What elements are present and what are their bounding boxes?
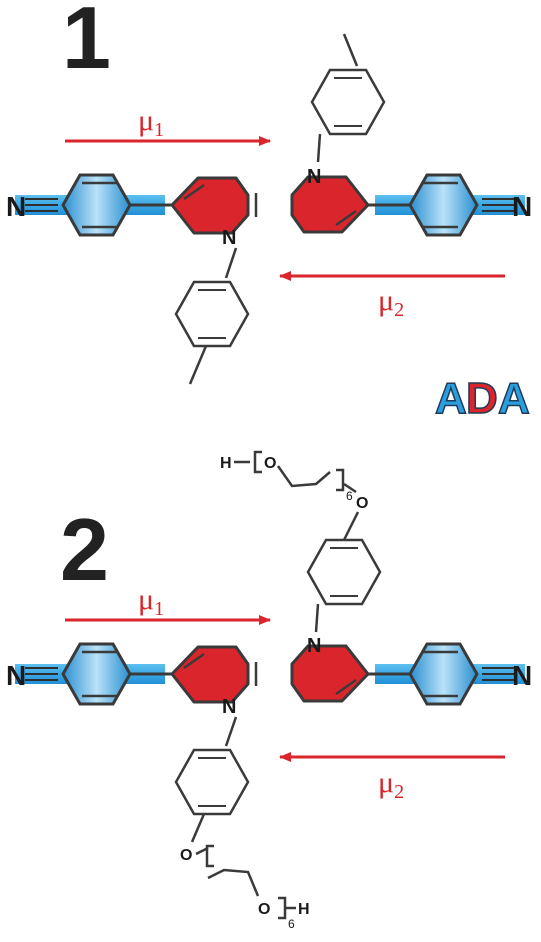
n-atom-right-1: N bbox=[512, 191, 532, 222]
n-atom-bottom-2: N bbox=[222, 696, 236, 718]
n-atom-left-2: N bbox=[6, 660, 26, 691]
n-atom-top-1: N bbox=[307, 166, 321, 188]
mu1-label: μ1 bbox=[138, 104, 164, 141]
ada-letter-a1: A bbox=[435, 374, 467, 423]
n-atom-bottom-1: N bbox=[222, 227, 236, 249]
tolyl-bottom bbox=[174, 247, 250, 385]
svg-text:H: H bbox=[220, 455, 232, 472]
svg-text:O: O bbox=[258, 901, 270, 918]
svg-text:H: H bbox=[298, 901, 310, 918]
mu2-label-2: μ2 bbox=[378, 766, 404, 803]
svg-text:O: O bbox=[356, 495, 368, 512]
molecule-2: 2 H O 6 O μ1 N N N N bbox=[6, 450, 532, 931]
aryl-top-2 bbox=[306, 538, 382, 633]
mu1-label-2: μ1 bbox=[138, 583, 164, 620]
molecule-1-number: 1 bbox=[62, 0, 111, 87]
molecule-1: 1 μ1 N N N N μ2 bbox=[6, 0, 532, 385]
ada-letter-d: D bbox=[466, 374, 498, 423]
peg-chain-bottom: O O 6 H bbox=[180, 844, 310, 931]
n-atom-top-2: N bbox=[307, 635, 321, 657]
peg-chain-top: H O 6 O bbox=[220, 450, 368, 541]
n-atom-left-1: N bbox=[6, 191, 26, 222]
aryl-bottom-2 bbox=[174, 716, 250, 843]
molecule-2-number: 2 bbox=[60, 500, 109, 599]
ada-label: A D A bbox=[434, 373, 530, 424]
tolyl-top bbox=[310, 33, 386, 163]
svg-text:O: O bbox=[180, 847, 192, 864]
mu2-label: μ2 bbox=[378, 284, 404, 321]
ada-letter-a2: A bbox=[498, 374, 530, 423]
n-atom-right-2: N bbox=[512, 660, 532, 691]
svg-text:6: 6 bbox=[346, 489, 353, 503]
svg-text:O: O bbox=[264, 455, 276, 472]
svg-text:6: 6 bbox=[288, 917, 295, 931]
